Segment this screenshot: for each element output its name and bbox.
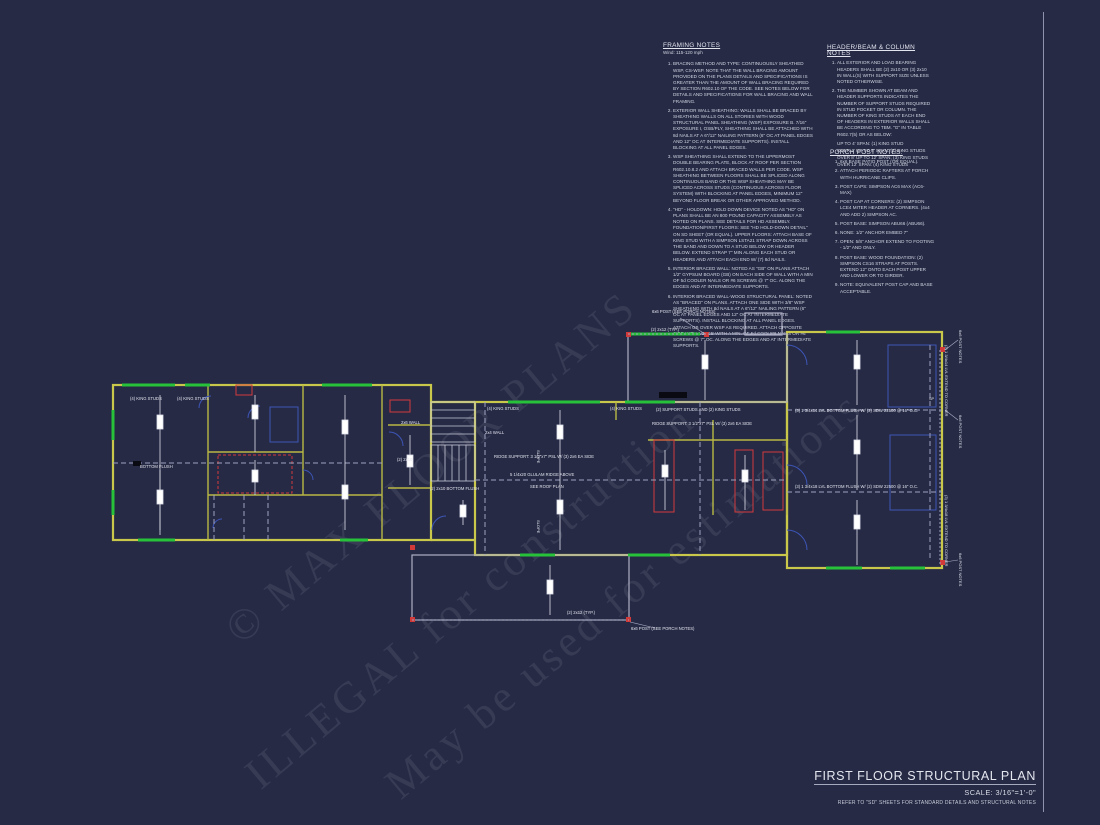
porch-note: NOTE: EQUIVALENT POST CAP AND BASE ACCEP…: [840, 282, 935, 294]
braced-wall-segments: [111, 330, 925, 570]
stair: [430, 401, 476, 482]
interior-walls: [207, 385, 788, 540]
framing-note: INTERIOR BRACED WALL-WOOD STRUCTURAL PAN…: [673, 294, 813, 350]
porch-post-label: 6x6 POST (SEE PORCH NOTES): [631, 626, 695, 631]
see-roof-plan-label: SEE ROOF PLAN: [530, 484, 564, 489]
king-studs-label: (4) KING STUDS: [130, 396, 162, 401]
beam-lines: [113, 345, 942, 560]
framing-note: WSP SHEATHING SHALL EXTEND TO THE UPPERM…: [673, 154, 813, 204]
joist-arrows: [156, 340, 861, 615]
ridge-support-label: RIDGE SUPPORT: 3 1/2"x7" PSL W/ (3) 2x6 …: [652, 421, 752, 426]
sheet-reference-note: REFER TO "SD" SHEETS FOR STANDARD DETAIL…: [837, 800, 1036, 806]
slope-label: SLOPE: [536, 520, 541, 534]
header-flush-label: (2) 2x10 BOTTOM FLUSH: [430, 486, 479, 491]
beam-supports: [133, 392, 687, 466]
lvl-beam-label: (3) 1 3/4x14 LVL BOTTOM FLUSH W/ (2) SDW…: [795, 408, 918, 413]
framing-note: BRACING METHOD AND TYPE: CONTINUOUSLY SH…: [673, 61, 813, 104]
king-studs-label: (4) KING STUDS: [610, 406, 642, 411]
porch-outlines: [411, 312, 788, 621]
post-note-label: SP: [929, 397, 935, 401]
framing-note: EXTERIOR WALL SHEATHING: WALLS SHALL BE …: [673, 108, 813, 151]
wall-2x4-label: 2x4 WALL: [485, 430, 505, 435]
framing-notes: FRAMING NOTES Wind: 115-120 mph BRACING …: [663, 42, 813, 352]
header-notes-title: HEADER/BEAM & COLUMN NOTES: [827, 44, 916, 58]
exterior-walls: [111, 330, 944, 570]
porch-note: 6x6 BASE PATIO POST (OR EQUAL).: [840, 159, 935, 165]
porch-notes-title: PORCH POST NOTES:: [830, 149, 903, 156]
span-rule: OVER 4' UP TO 8' SPAN: (2) KING STUDS: [837, 148, 926, 154]
porch-rails: [412, 333, 941, 621]
post-note-label: 6x6 POST NOTES: [958, 330, 963, 364]
porch-post-label: 6x6 POST (SEE PORCH NOTES): [652, 309, 716, 314]
king-studs-label: (4) KING STUDS: [487, 406, 519, 411]
sheet-scale: SCALE: 3/16"=1'-0": [964, 788, 1036, 797]
title-block: FIRST FLOOR STRUCTURAL PLAN SCALE: 3/16"…: [814, 769, 1036, 806]
sheet-border: [1043, 12, 1044, 812]
doors-blue: [198, 344, 937, 551]
sheet-title: FIRST FLOOR STRUCTURAL PLAN: [814, 769, 1036, 785]
framing-notes-title: FRAMING NOTES: [663, 42, 721, 49]
header-note: ALL EXTERIOR AND LOAD BEARING HEADERS SH…: [837, 60, 932, 85]
porch-note: POST BASE: WOOD FOUNDATION: (2) SIMPSON …: [840, 255, 935, 280]
porch-note: OPEN: 5/8" ANCHOR EXTEND TO FOOTING - 1/…: [840, 239, 935, 251]
span-rule: OVER 12' SPAN: (4) KING STUDS: [837, 162, 909, 168]
porch-note: NONE: 1/2" ANCHOR EMBED 7": [840, 230, 935, 236]
king-studs-label: (4) KING STUDS: [177, 396, 209, 401]
porch-header-label: (2) 2x12 (TYP.): [567, 610, 596, 615]
lvl-beam-label: (3) 1 3/4x18 LVL EXTEND TO CORNER: [944, 495, 949, 567]
bottom-flush-label: BOTTOM FLUSH: [140, 464, 173, 469]
lvl-beam-label: (3) 1 3/4x14 LVL EXTEND TO CORNER: [944, 345, 949, 417]
header-beam-column-notes: HEADER/BEAM & COLUMN NOTES ALL EXTERIOR …: [827, 44, 932, 170]
post-note-label: 6x6 POST NOTES: [958, 415, 963, 449]
framing-note: "HD" - HOLDOWN: HOLD DOWN DEVICE NOTED A…: [673, 207, 813, 263]
support-studs-label: (2) SUPPORT STUDS AND (2) KING STUDS: [656, 407, 741, 412]
porch-note: POST CAPS: SIMPSON AC6 MAX (AC6-MAX): [840, 184, 935, 196]
porch-posts: [410, 332, 945, 622]
fixtures-red: [217, 384, 784, 513]
header-note: THE NUMBER SHOWN AT BEAM AND HEADER SUPP…: [837, 88, 932, 138]
framing-note: INTERIOR BRACED WALL: NOTED AS "GB" ON P…: [673, 266, 813, 291]
post-note-label: 6x6 POST NOTES: [958, 553, 963, 587]
porch-note: POST BASE: SIMPSON ABU66 (ABU66).: [840, 221, 935, 227]
header-label: (2) 2x10: [397, 457, 413, 462]
rotated-labels: SLOPE SLOPE (3) 1 3/4x14 LVL EXTEND TO C…: [536, 330, 963, 587]
framing-notes-subtitle: Wind: 115-120 mph: [663, 50, 703, 56]
porch-header-label: (2) 2x12 (TYP.): [651, 327, 680, 332]
span-rule: UP TO 4' SPAN: (1) KING STUD: [837, 140, 904, 146]
slope-label: SLOPE: [536, 450, 541, 464]
porch-post-notes: PORCH POST NOTES: 6x6 BASE PATIO POST (O…: [830, 149, 935, 298]
ridge-support-label: RIDGE SUPPORT: 3 1/2"x7" PSL W/ (3) 2x6 …: [494, 454, 594, 459]
ridge-beam-label: 5 1/4x20 GLULAM RIDGE ABOVE: [510, 472, 574, 477]
wall-2x6-label: 2x6 WALL: [401, 420, 421, 425]
span-rule: OVER 8' UP TO 12' SPAN: (3) KING STUDS: [837, 155, 929, 161]
plan-labels: (4) KING STUDS (4) KING STUDS BOTTOM FLU…: [130, 309, 935, 631]
lvl-beam-label: (3) 1 3/4x18 LVL BOTTOM FLUSH W/ (2) SDW…: [795, 484, 918, 489]
porch-note: POST CAP AT CORNERS: (2) SIMPSON LCE4 MI…: [840, 199, 935, 218]
porch-note: ATTACH PERIODIC RAFTERS AT PORCH WITH HU…: [840, 168, 935, 180]
leader-lines: [629, 317, 959, 629]
